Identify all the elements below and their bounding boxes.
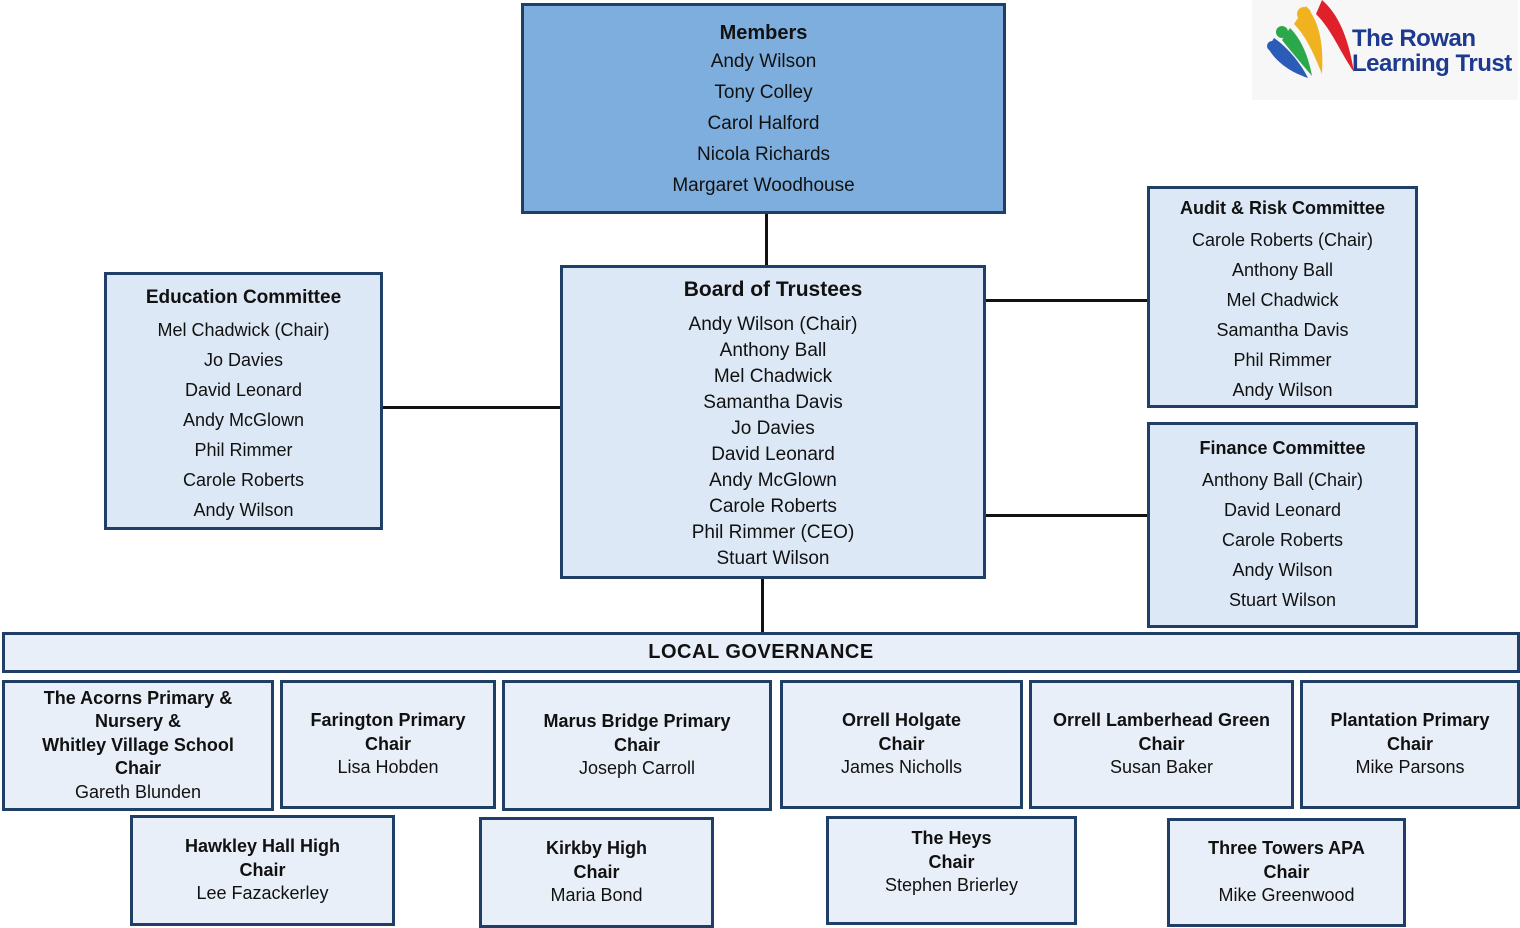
school-box: The Heys Chair Stephen Brierley (826, 816, 1077, 925)
school-chair-label: Chair (1386, 733, 1433, 754)
school-box: Hawkley Hall High Chair Lee Fazackerley (130, 815, 395, 926)
school-name: The Acorns Primary & (43, 687, 233, 708)
school-chair-label: Chair (613, 734, 660, 755)
connector-board-audit (984, 299, 1149, 302)
school-box: Farington Primary Chair Lisa Hobden (280, 680, 496, 809)
school-box: Plantation Primary Chair Mike Parsons (1300, 680, 1520, 809)
education-member: Carole Roberts (182, 470, 305, 490)
finance-member: Stuart Wilson (1228, 590, 1337, 610)
school-chair-label: Chair (364, 733, 411, 754)
education-title: Education Committee (145, 287, 342, 308)
board-member: Anthony Ball (719, 340, 827, 361)
board-member: Jo Davies (731, 418, 815, 439)
school-chair-name: Maria Bond (550, 885, 643, 906)
school-chair-name: James Nicholls (840, 757, 963, 778)
connector-education-board (381, 406, 562, 409)
connector-members-board (765, 212, 768, 267)
school-chair-name: Gareth Blunden (74, 781, 202, 802)
school-box: Three Towers APA Chair Mike Greenwood (1167, 818, 1406, 927)
members-member: Tony Colley (714, 82, 813, 103)
education-committee-box: Education Committee Mel Chadwick (Chair)… (104, 272, 383, 530)
logo-text: The Rowan Learning Trust (1352, 26, 1518, 76)
school-name: Plantation Primary (1330, 710, 1490, 731)
finance-member: David Leonard (1223, 500, 1342, 520)
education-member: David Leonard (184, 380, 303, 400)
school-chair-name: Joseph Carroll (578, 758, 696, 779)
members-member: Margaret Woodhouse (672, 175, 855, 196)
school-chair-name: Lisa Hobden (337, 757, 439, 778)
members-member: Nicola Richards (696, 144, 831, 165)
board-member: Carole Roberts (709, 496, 837, 517)
school-name: Three Towers APA (1208, 838, 1365, 859)
board-member: Andy Wilson (Chair) (688, 314, 858, 335)
finance-member: Anthony Ball (Chair) (1201, 470, 1364, 490)
school-chair-label: Chair (878, 733, 925, 754)
audit-member: Andy Wilson (1232, 380, 1333, 400)
school-box: Marus Bridge Primary Chair Joseph Carrol… (502, 680, 772, 811)
local-governance-title: LOCAL GOVERNANCE (648, 641, 874, 663)
board-member: Andy McGlown (709, 470, 837, 491)
school-name: Marus Bridge Primary (543, 711, 731, 732)
education-member: Andy McGlown (182, 410, 305, 430)
school-name: Farington Primary (310, 710, 466, 731)
board-member: David Leonard (711, 444, 835, 465)
school-chair-name: Stephen Brierley (884, 875, 1019, 895)
school-box: Orrell Holgate Chair James Nicholls (780, 680, 1023, 809)
school-name: Orrell Lamberhead Green (1052, 710, 1271, 731)
finance-member: Carole Roberts (1221, 530, 1344, 550)
board-member: Phil Rimmer (CEO) (691, 522, 855, 543)
education-member: Phil Rimmer (194, 440, 293, 460)
board-title: Board of Trustees (683, 278, 863, 301)
education-member: Mel Chadwick (Chair) (157, 320, 330, 340)
audit-member: Anthony Ball (1231, 260, 1334, 280)
finance-title: Finance Committee (1199, 438, 1366, 458)
school-chair-label: Chair (928, 851, 975, 872)
audit-member: Samantha Davis (1216, 320, 1349, 340)
audit-member: Phil Rimmer (1233, 350, 1332, 370)
school-name: Nursery & (94, 711, 182, 732)
logo-line-1: The Rowan (1352, 25, 1476, 52)
school-box: The Acorns Primary & Nursery & Whitley V… (2, 680, 274, 811)
local-governance-header: LOCAL GOVERNANCE (2, 632, 1520, 673)
logo: The Rowan Learning Trust (1252, 0, 1518, 100)
finance-member: Andy Wilson (1232, 560, 1333, 580)
school-name: Kirkby High (545, 838, 647, 859)
school-chair-label: Chair (573, 861, 620, 882)
school-chair-name: Susan Baker (1109, 757, 1214, 778)
audit-title: Audit & Risk Committee (1179, 198, 1386, 218)
school-chair-name: Mike Greenwood (1218, 885, 1355, 906)
audit-member: Mel Chadwick (1226, 290, 1339, 310)
school-name: Orrell Holgate (841, 710, 962, 731)
board-member: Samantha Davis (703, 392, 843, 413)
school-chair-label: Chair (114, 758, 161, 779)
education-member: Andy Wilson (193, 500, 294, 520)
members-title: Members (719, 22, 808, 44)
members-box: Members Andy Wilson Tony Colley Carol Ha… (521, 3, 1006, 214)
logo-line-2: Learning Trust (1352, 50, 1512, 77)
members-member: Andy Wilson (710, 51, 817, 72)
finance-committee-box: Finance Committee Anthony Ball (Chair) D… (1147, 422, 1418, 628)
board-member: Mel Chadwick (713, 366, 833, 387)
school-name: The Heys (911, 828, 992, 848)
school-chair-name: Mike Parsons (1355, 757, 1465, 778)
school-box: Kirkby High Chair Maria Bond (479, 817, 714, 928)
school-name: Hawkley Hall High (184, 836, 341, 857)
school-chair-name: Lee Fazackerley (196, 883, 329, 904)
school-chair-label: Chair (1263, 861, 1310, 882)
school-name: Whitley Village School (42, 734, 234, 755)
school-box: Orrell Lamberhead Green Chair Susan Bake… (1029, 680, 1294, 809)
board-member: Stuart Wilson (716, 548, 830, 569)
audit-risk-committee-box: Audit & Risk Committee Carole Roberts (C… (1147, 186, 1418, 408)
connector-board-finance (984, 514, 1149, 517)
logo-figures-icon (1267, 0, 1354, 78)
school-chair-label: Chair (1138, 733, 1185, 754)
audit-member: Carole Roberts (Chair) (1191, 230, 1374, 250)
members-member: Carol Halford (707, 113, 820, 134)
education-member: Jo Davies (203, 350, 284, 370)
connector-board-local (761, 577, 764, 634)
school-chair-label: Chair (239, 859, 286, 880)
board-of-trustees-box: Board of Trustees Andy Wilson (Chair) An… (560, 265, 986, 579)
